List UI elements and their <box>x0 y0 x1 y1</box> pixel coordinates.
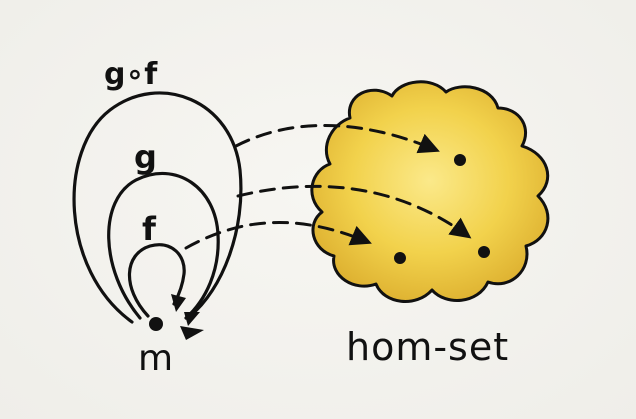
mapping-arrow-g <box>236 184 472 239</box>
arrowhead-f-icon <box>171 294 186 312</box>
label-g: g <box>134 138 157 176</box>
mapping-arrow-g-compose-f <box>234 124 440 154</box>
object-m-dot <box>149 317 163 331</box>
label-object-m: m <box>138 338 173 379</box>
homset-elements <box>394 154 490 264</box>
loop-g-compose-f <box>72 91 243 324</box>
homset-element-g-compose-f <box>454 154 466 166</box>
label-g-compose-f: g∘f <box>104 57 158 92</box>
homset-cloud <box>310 80 550 303</box>
label-homset: hom-set <box>346 325 509 369</box>
loop-f <box>127 243 186 318</box>
mapping-arrow-f <box>184 221 372 250</box>
arrowhead-g-icon <box>184 312 200 326</box>
loop-g <box>107 171 220 320</box>
arrowhead-compose-icon <box>180 326 204 340</box>
homset-element-g <box>478 246 490 258</box>
loop-arrowheads <box>171 294 204 340</box>
homset-element-f <box>394 252 406 264</box>
label-f: f <box>142 210 157 248</box>
